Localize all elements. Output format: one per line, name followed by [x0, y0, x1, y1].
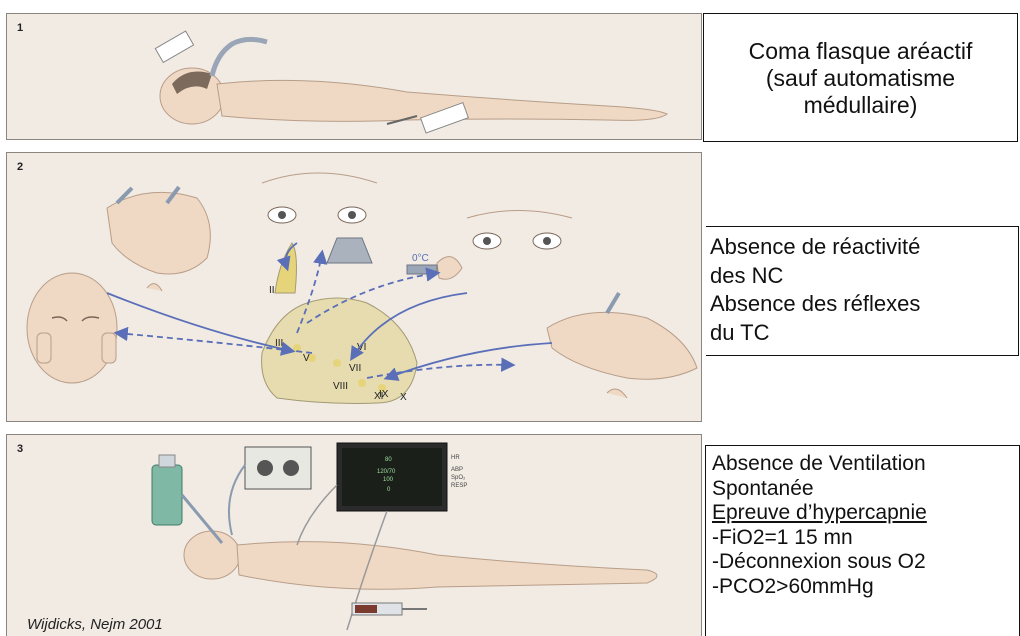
temperature-label: 0°C [412, 253, 429, 264]
nerve-label-viii: VIII [333, 381, 348, 392]
monitor-value: 100 [383, 477, 394, 483]
caption-line: (sauf automatisme [704, 65, 1017, 92]
caption-line: Coma flasque aréactif [704, 38, 1017, 65]
head-profile [547, 312, 697, 379]
panel-3-apnea-test: 3 80 120/70 100 0 HR ABP SpO₂ RESP Wijdi… [6, 434, 702, 636]
cable [229, 465, 245, 535]
monitor-label: HR [451, 455, 460, 461]
brainstem-reflex-illustration: 0°C II III V VI VII VIII IX XI X [7, 153, 702, 422]
monitor-label: ABP [451, 467, 463, 473]
citation: Wijdicks, Nejm 2001 [27, 616, 163, 633]
caption-box-3: Absence de Ventilation Spontanée Epreuve… [705, 445, 1020, 636]
tube [212, 39, 267, 76]
head [184, 531, 240, 579]
caption-line: Spontanée [712, 477, 1019, 502]
hand [102, 333, 116, 363]
caption-line: -PCO2>60mmHg [712, 575, 1019, 600]
brow [262, 173, 377, 183]
panel-1-coma-illustration: 1 [6, 13, 702, 140]
ventilation-illustration: 80 120/70 100 0 HR ABP SpO₂ RESP [7, 435, 702, 636]
monitor-value: 80 [385, 457, 392, 463]
flashlight-icon [327, 238, 372, 263]
control-box [245, 447, 311, 489]
supine-patient-illustration [7, 14, 702, 140]
caption-line: des NC [710, 262, 1018, 291]
nerve-label-ii: II [269, 285, 275, 296]
monitor-label: RESP [451, 483, 467, 489]
brow [467, 211, 572, 219]
ear [607, 389, 627, 398]
cable [297, 485, 337, 545]
nerve-label-v: V [303, 353, 310, 364]
monitor-label: SpO₂ [451, 475, 466, 481]
caption-box-2: Absence de réactivité des NC Absence des… [706, 226, 1019, 356]
caption-heading: Epreuve d’hypercapnie [712, 501, 1019, 526]
syringe-icon [407, 265, 437, 274]
panel-2-brainstem-reflexes: 2 0°C [6, 152, 702, 422]
nerve-label-xi: XI [374, 391, 383, 402]
caption-line: Absence des réflexes [710, 290, 1018, 319]
caption-line: Absence de Ventilation [712, 452, 1019, 477]
caption-line: -Déconnexion sous O2 [712, 550, 1019, 575]
caption-box-1: Coma flasque aréactif (sauf automatisme … [703, 13, 1018, 142]
monitor-value: 120/70 [377, 469, 396, 475]
nerve-label-x: X [400, 392, 407, 403]
ear [147, 284, 162, 291]
body [237, 542, 657, 590]
optic-nerve [275, 243, 296, 293]
face-front [27, 273, 117, 383]
caption-line: Absence de réactivité [710, 233, 1018, 262]
hand [37, 333, 51, 363]
nerve-label-vii: VII [349, 363, 361, 374]
swab-icon [607, 293, 619, 313]
caption-line: médullaire) [704, 92, 1017, 119]
ventilator-icon [152, 465, 182, 525]
caption-line: du TC [710, 319, 1018, 348]
caption-line: -FiO2=1 15 mn [712, 526, 1019, 551]
afferent-arrow [107, 293, 292, 351]
gloved-hand [155, 31, 193, 62]
head-profile [107, 192, 210, 274]
ear [437, 257, 462, 280]
